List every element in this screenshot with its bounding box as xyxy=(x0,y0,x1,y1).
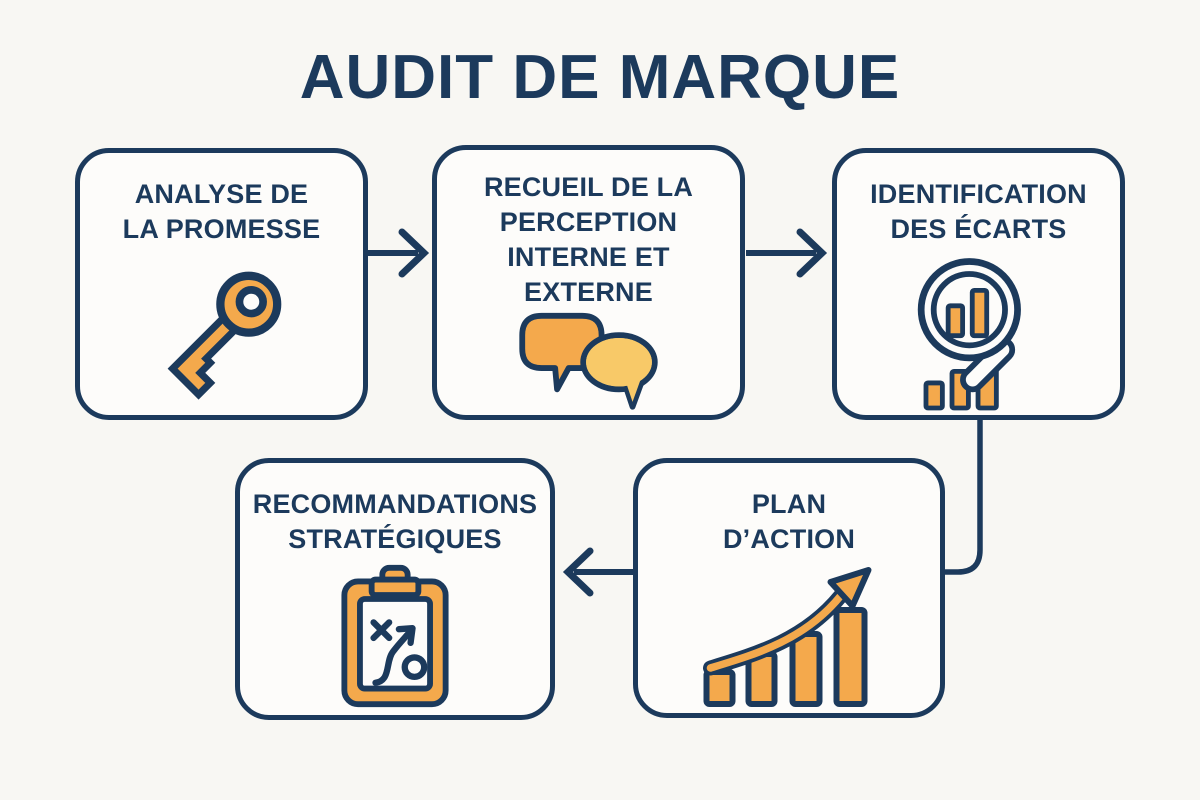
step-label: ANALYSE DE LA PROMESSE xyxy=(122,179,321,245)
step-label: IDENTIFICATION DES ÉCARTS xyxy=(870,179,1087,245)
page-title: AUDIT DE MARQUE xyxy=(299,43,901,112)
step-label: RECUEIL DE LA PERCEPTION INTERNE ET EXTE… xyxy=(483,172,694,308)
arrow-plan-to-recommandations xyxy=(562,547,634,597)
magnifier-bar-chart-icon xyxy=(917,258,1021,411)
step-label: PLAN D’ACTION xyxy=(722,489,856,555)
connector-identification-to-plan xyxy=(944,420,983,575)
arrow-recueil-to-identification xyxy=(746,228,828,278)
speech-bubbles-icon xyxy=(518,313,658,411)
key-icon xyxy=(167,271,281,400)
step-label: RECOMMANDATIONS STRATÉGIQUES xyxy=(252,489,538,555)
step-box-recommandations: RECOMMANDATIONS STRATÉGIQUES xyxy=(235,458,555,720)
step-box-recueil-perception: RECUEIL DE LA PERCEPTION INTERNE ET EXTE… xyxy=(432,145,745,420)
strategy-clipboard-icon xyxy=(341,565,449,708)
arrow-analyse-to-recueil xyxy=(368,228,430,278)
growth-chart-arrow-icon xyxy=(703,567,872,708)
step-box-identification-ecarts: IDENTIFICATION DES ÉCARTS xyxy=(832,148,1125,420)
step-box-plan-action: PLAN D’ACTION xyxy=(633,458,945,718)
step-box-analyse-promesse: ANALYSE DE LA PROMESSE xyxy=(75,148,368,420)
